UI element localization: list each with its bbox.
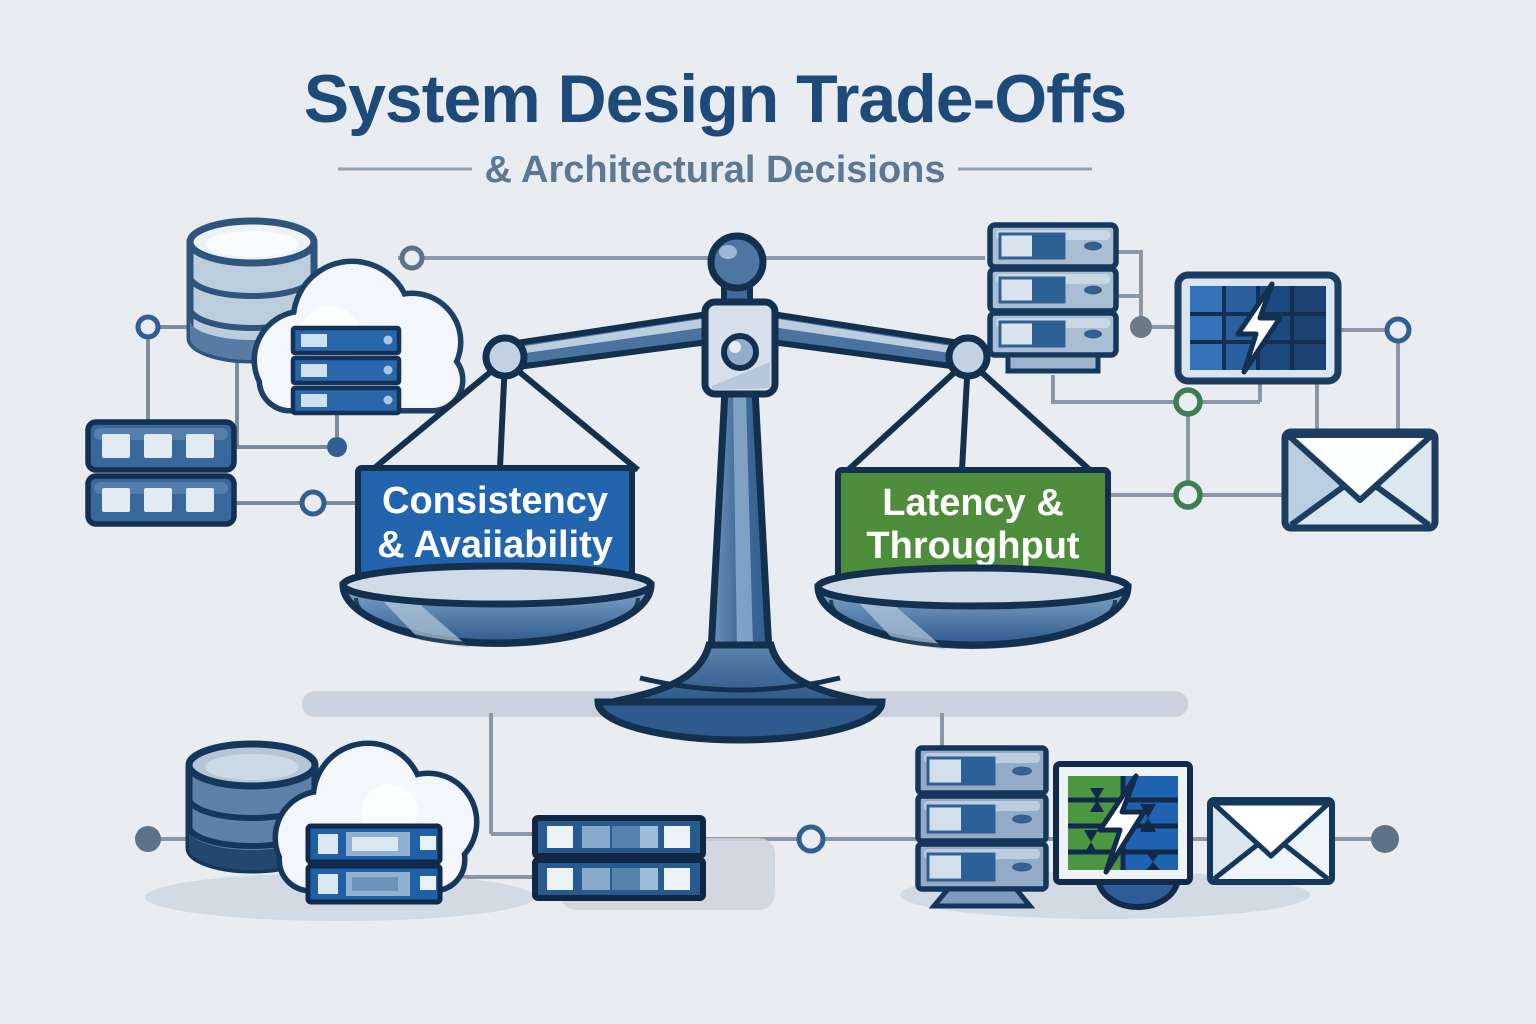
right-pan-label-line1: Latency & — [882, 482, 1064, 524]
envelope-icon — [1207, 797, 1335, 885]
connector-node-circle-green — [1173, 480, 1203, 510]
scale-end-ball-right — [945, 334, 991, 380]
scale-stem-highlight — [733, 395, 753, 648]
connector-node-circle — [299, 489, 327, 517]
lightning-bolt-icon — [1097, 773, 1147, 875]
server-stack-icon — [987, 222, 1119, 374]
server-unit-icon — [305, 823, 443, 905]
page-subtitle: & Architectural Decisions — [484, 149, 945, 191]
scale-end-ball-left — [482, 334, 528, 380]
scale-base-foot — [594, 698, 886, 744]
server-stack-icon — [915, 745, 1049, 909]
scale-pivot-highlight — [729, 341, 741, 353]
scale-pivot-block-shade — [712, 362, 770, 390]
right-pan-label-line2: Throughput — [866, 525, 1079, 567]
left-pan-label-line2: & Avaiiability — [377, 524, 613, 566]
connector-node-dot — [327, 437, 347, 457]
server-bar-icon — [532, 857, 706, 901]
split-panel-lightning-icon — [1053, 761, 1193, 910]
page-title: System Design Trade-Offs — [304, 61, 1126, 137]
server-bar-icon — [532, 815, 706, 859]
connector-node-dot — [1130, 316, 1152, 338]
solar-panel-lightning-icon — [1174, 271, 1342, 385]
scale-pan-right — [814, 564, 1132, 650]
scale-pan-left — [339, 562, 655, 648]
envelope-icon — [1281, 428, 1439, 532]
scale-top-ball-highlight — [719, 245, 737, 259]
connector-node-circle-green — [1173, 387, 1203, 417]
connector-node-circle — [399, 245, 425, 271]
storage-unit-icon — [85, 473, 237, 527]
scale-pivot-circle — [721, 333, 759, 371]
connector-node-dot — [1371, 825, 1399, 853]
connector-node-dot — [135, 826, 161, 852]
connector-node-circle — [796, 824, 826, 854]
scale-top-ball — [707, 232, 767, 292]
storage-unit-icon — [85, 419, 237, 473]
scale-beam-right-highlight — [772, 318, 964, 355]
scale-base-rim-line — [639, 675, 841, 693]
left-pan-label-line1: Consistency — [382, 480, 608, 522]
connectors-top-left — [146, 325, 360, 505]
balance-scale: Consistency & Avaiiability Latency & Thr… — [339, 232, 1132, 744]
scale-beam-left-highlight — [512, 318, 708, 355]
connector-node-circle — [135, 314, 161, 340]
lightning-bolt-icon — [1235, 281, 1283, 375]
connector-node-circle — [1384, 316, 1412, 344]
server-rack-icon — [290, 325, 402, 416]
